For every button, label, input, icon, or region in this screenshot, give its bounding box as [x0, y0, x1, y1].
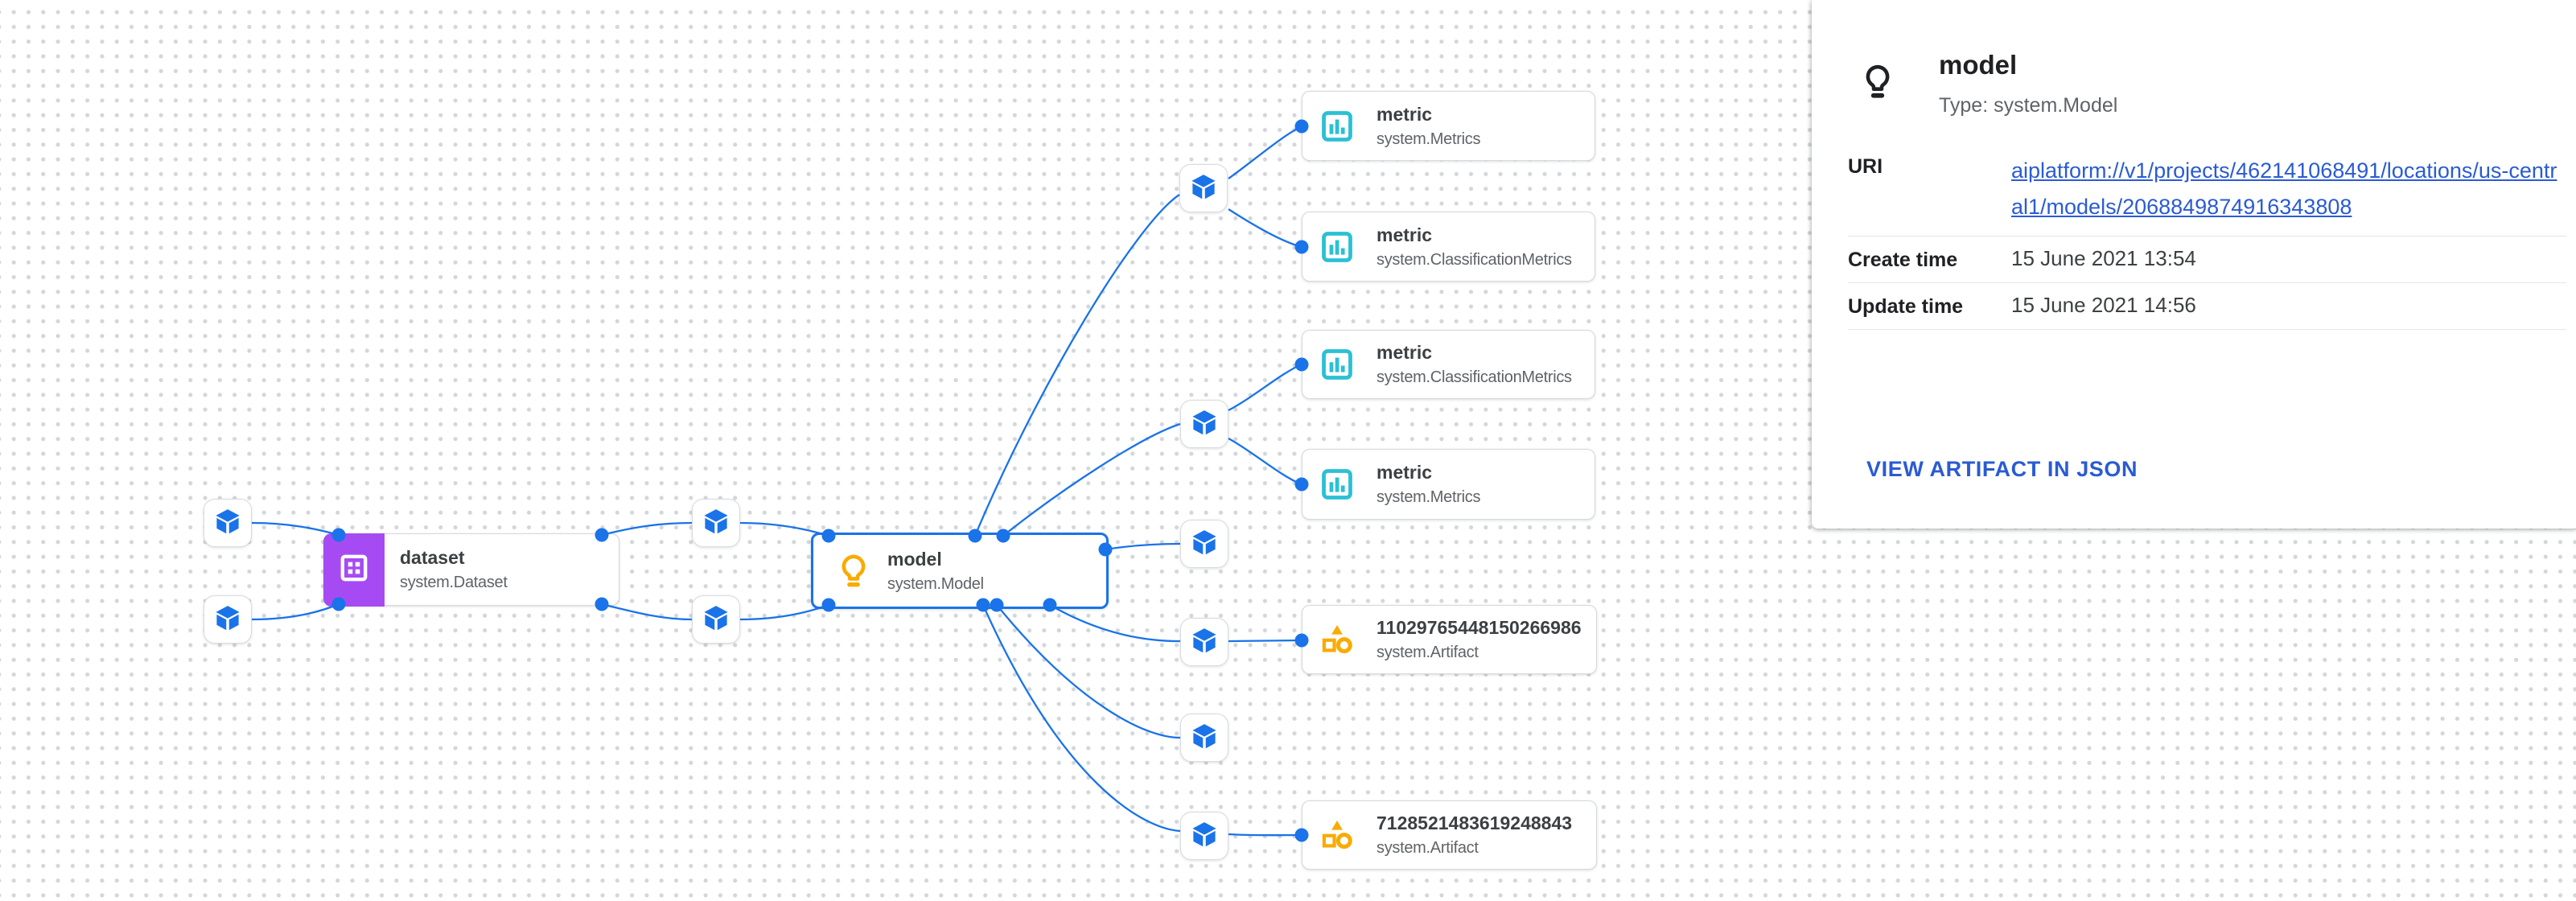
- node-title: dataset: [400, 547, 465, 568]
- node-subtitle: system.Dataset: [400, 574, 508, 591]
- node-metric-3[interactable]: metric system.ClassificationMetrics: [1302, 330, 1595, 399]
- uri-link[interactable]: aiplatform://v1/projects/462141068491/lo…: [2011, 158, 2557, 219]
- cube-icon: [1189, 625, 1220, 660]
- row-label: Create time: [1848, 249, 1958, 271]
- execution-node[interactable]: [1180, 714, 1228, 762]
- execution-node[interactable]: [1179, 164, 1228, 212]
- node-title: metric: [1376, 103, 1433, 125]
- row-label: URI: [1848, 155, 1883, 178]
- node-title: 11029765448150266986: [1376, 617, 1582, 638]
- node-artifact-1[interactable]: 11029765448150266986 system.Artifact: [1302, 605, 1597, 674]
- cube-icon: [212, 603, 243, 637]
- node-subtitle: system.Artifact: [1376, 839, 1479, 857]
- dataset-icon-block: [323, 533, 385, 607]
- dataset-grid-icon: [335, 549, 372, 590]
- row-label: Update time: [1848, 295, 1964, 318]
- table-row-update-time: Update time 15 June 2021 14:56: [1848, 283, 2566, 330]
- node-model[interactable]: model system.Model: [811, 533, 1109, 609]
- node-metric-1[interactable]: metric system.Metrics: [1302, 91, 1595, 161]
- cube-icon: [1189, 527, 1220, 562]
- execution-node[interactable]: [1180, 400, 1228, 448]
- panel-header: model Type: system.Model: [1860, 50, 2117, 117]
- node-subtitle: system.ClassificationMetrics: [1376, 250, 1572, 269]
- node-subtitle: system.Model: [887, 574, 984, 593]
- node-metric-4[interactable]: metric system.Metrics: [1302, 449, 1595, 520]
- view-artifact-in-json-button[interactable]: VIEW ARTIFACT IN JSON: [1866, 457, 2138, 481]
- cube-icon: [1189, 721, 1220, 755]
- cube-icon: [1188, 171, 1219, 206]
- node-title: metric: [1376, 224, 1433, 245]
- artifact-details-panel: model Type: system.Model URI aiplatform:…: [1812, 0, 2576, 529]
- execution-node[interactable]: [1180, 520, 1228, 568]
- lightbulb-icon: [835, 553, 872, 590]
- node-artifact-2[interactable]: 7128521483619248843 system.Artifact: [1302, 800, 1597, 870]
- cube-icon: [212, 506, 243, 541]
- cube-icon: [1189, 407, 1220, 442]
- node-subtitle: system.Metrics: [1376, 488, 1481, 506]
- node-title: metric: [1376, 342, 1433, 363]
- cube-icon: [701, 603, 731, 637]
- execution-node[interactable]: [1180, 812, 1228, 860]
- node-dataset[interactable]: dataset system.Dataset: [323, 533, 619, 607]
- bar-chart-icon: [1319, 108, 1356, 145]
- bar-chart-icon: [1319, 466, 1356, 503]
- artifact-shapes-icon: [1319, 621, 1356, 658]
- table-row-create-time: Create time 15 June 2021 13:54: [1848, 237, 2566, 283]
- row-value: 15 June 2021 13:54: [2011, 246, 2196, 270]
- node-title: model: [887, 548, 942, 570]
- execution-node[interactable]: [692, 595, 740, 644]
- artifact-properties-table: URI aiplatform://v1/projects/46214106849…: [1848, 143, 2566, 330]
- node-subtitle: system.ClassificationMetrics: [1376, 368, 1572, 386]
- node-subtitle: system.Artifact: [1376, 644, 1479, 661]
- execution-node[interactable]: [204, 499, 252, 547]
- bar-chart-icon: [1319, 346, 1356, 383]
- table-row-uri: URI aiplatform://v1/projects/46214106849…: [1848, 143, 2566, 237]
- node-subtitle: system.Metrics: [1376, 130, 1481, 148]
- execution-node[interactable]: [204, 595, 252, 644]
- panel-title: model: [1939, 50, 2018, 80]
- execution-node[interactable]: [1180, 618, 1228, 666]
- node-title: 7128521483619248843: [1376, 813, 1573, 833]
- artifact-shapes-icon: [1319, 817, 1356, 854]
- node-title: metric: [1376, 462, 1433, 483]
- execution-node[interactable]: [692, 499, 740, 547]
- cube-icon: [701, 506, 731, 541]
- bar-chart-icon: [1319, 228, 1356, 265]
- node-metric-2[interactable]: metric system.ClassificationMetrics: [1302, 212, 1595, 282]
- cube-icon: [1189, 819, 1220, 854]
- lightbulb-icon: [1860, 50, 1895, 116]
- panel-type-line: Type: system.Model: [1939, 93, 2118, 117]
- row-value: 15 June 2021 14:56: [2011, 293, 2196, 317]
